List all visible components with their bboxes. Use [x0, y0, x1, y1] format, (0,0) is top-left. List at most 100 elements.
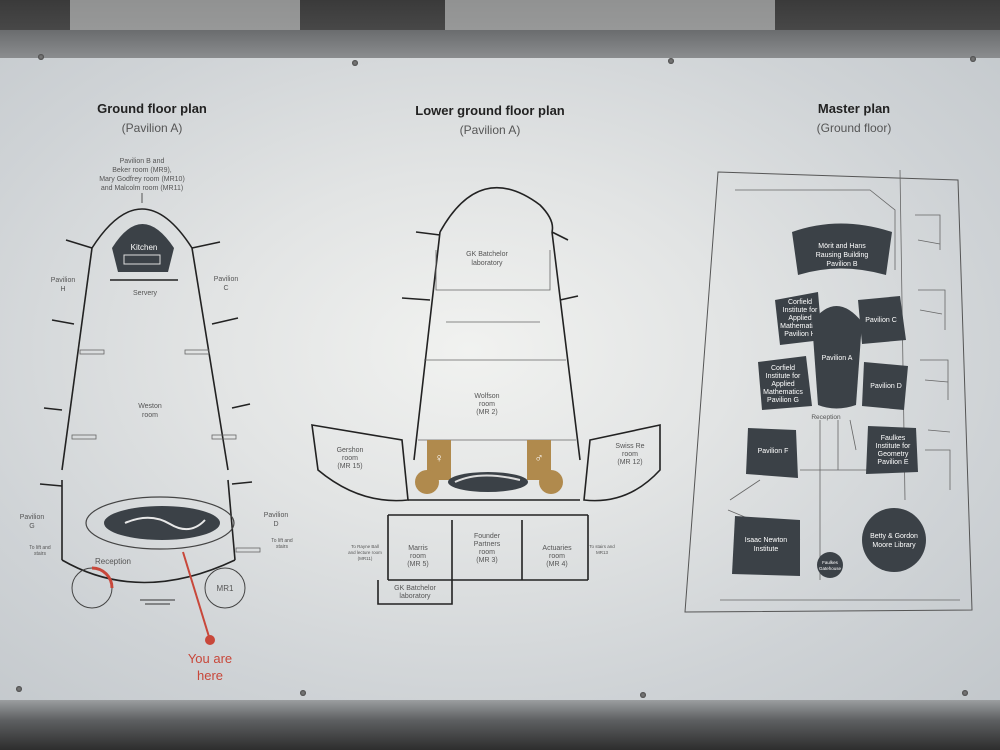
pavilion-c-building: [858, 296, 906, 344]
batchelor-lab-walls: [377, 580, 453, 605]
gk-batchelor-lower-label: GK Batchelor: [394, 585, 436, 592]
actuaries-room-label: room: [549, 553, 565, 560]
pavilion-c-label: Pavilion: [214, 276, 239, 283]
pavilion-e-label: Pavilion E: [877, 459, 908, 466]
you-are-here-dot: [205, 635, 215, 645]
mr1-room: [204, 567, 246, 609]
outbuildings: [917, 239, 951, 433]
site-boundary: [684, 171, 973, 613]
pavilion-b-note: Pavilion B and: [120, 158, 165, 165]
lower-ground-floor-plan: GK Batchelor laboratory Wolfson room (MR…: [311, 187, 661, 605]
founder-room-label: Founder: [474, 533, 501, 540]
lower-ground-title: Lower ground floor plan: [415, 103, 565, 118]
left-note: (MR11): [358, 556, 373, 561]
left-note: To Rayne Ball: [351, 544, 379, 549]
entrance: [140, 599, 175, 605]
east-wall: [191, 247, 229, 471]
founder-room-label: Partners: [474, 541, 501, 548]
screw: [38, 54, 44, 60]
reception-label: Reception: [811, 414, 841, 421]
toilet-icon: ♀: [435, 451, 444, 465]
pavilion-a-building: [812, 306, 862, 409]
pavilion-b-building: [792, 223, 892, 275]
pavilion-b-note: and Malcolm room (MR11): [101, 185, 183, 192]
pavilion-d-label: Pavilion D: [870, 383, 902, 390]
pavilion-h-label: Pavilion H: [784, 331, 816, 338]
screw: [970, 56, 976, 62]
accessible-toilet-left: [415, 470, 439, 494]
screw: [16, 686, 22, 692]
left-note: and lecture room: [348, 550, 382, 555]
to-lift-left-label: To lift and: [29, 545, 51, 551]
pavilion-g-label: Institute for: [766, 373, 801, 380]
wall-stubs: [401, 231, 579, 301]
pavilion-h-label: Corfield: [788, 299, 812, 306]
wolfson-room-label: (MR 2): [476, 409, 497, 416]
to-lift-right-label: To lift and: [271, 538, 293, 544]
pavilion-h-label: Pavilion: [51, 277, 76, 284]
isaac-newton-label: Institute: [754, 546, 779, 553]
you-are-here-label: here: [197, 668, 223, 683]
kitchen-label: Kitchen: [131, 243, 158, 252]
pavilion-g-label: Pavilion G: [767, 397, 799, 404]
master-plan-title: Master plan: [817, 101, 891, 116]
pavilion-e-building: [866, 426, 918, 474]
screw: [640, 692, 646, 698]
right-note: MR13: [596, 550, 609, 555]
pavilion-d-label: Pavilion: [264, 512, 289, 519]
north-apse-wall: [91, 208, 193, 249]
pavilion-h-label: H: [60, 286, 65, 293]
stairwell: [104, 506, 220, 540]
you-are-here-label: You are: [188, 651, 232, 666]
pavilion-a-label: Pavilion A: [822, 355, 853, 362]
gershon-room-label: Gershon: [337, 447, 364, 454]
pavilion-b-label: Pavilion B: [826, 261, 857, 268]
board-frame-bottom: [0, 700, 1000, 750]
reception-desk: [91, 566, 114, 589]
stair-curve: [454, 474, 521, 483]
pavilion-f-label: Pavilion F: [758, 448, 789, 455]
swiss-re-wing: [583, 424, 661, 502]
east-wall-lower: [227, 479, 236, 561]
west-wall: [61, 247, 93, 471]
pavilion-g-label: Corfield: [771, 365, 795, 372]
founder-room-label: room: [479, 549, 495, 556]
north-apse-wall: [439, 187, 554, 233]
toilet-icon: ♂: [535, 451, 544, 465]
kitchen-counter: [123, 254, 161, 265]
screw: [668, 58, 674, 64]
master-plan: Mörit and Hans Rausing Building Pavilion…: [684, 169, 973, 613]
walkways: [819, 419, 857, 580]
accessible-toilet-right: [539, 470, 563, 494]
gk-batchelor-label: laboratory: [471, 260, 503, 267]
gk-batchelor-label: GK Batchelor: [466, 251, 508, 258]
to-lift-left-label: stairs: [34, 551, 46, 557]
moore-library-building: [862, 508, 926, 572]
moore-library-label: Betty & Gordon: [870, 533, 918, 540]
board-frame-top: [0, 30, 1000, 60]
stair-curve: [124, 516, 206, 531]
isaac-newton-label: Isaac Newton: [745, 537, 788, 544]
swiss-re-room-label: Swiss Re: [615, 443, 644, 450]
ground-floor-title: Ground floor plan: [97, 101, 207, 116]
pavilion-f-building: [746, 428, 798, 478]
founder-room-label: (MR 3): [476, 557, 497, 564]
pavilion-e-label: Faulkes: [881, 435, 906, 442]
swiss-re-room-label: room: [622, 451, 638, 458]
isaac-newton-building: [732, 516, 800, 576]
pavilion-h-label: Applied: [788, 315, 811, 322]
swiss-re-room-label: (MR 12): [617, 459, 642, 466]
moore-library-label: Moore Library: [872, 542, 916, 549]
pavilion-g-label: Pavilion: [20, 514, 45, 521]
ground-floor-subtitle: (Pavilion A): [121, 121, 183, 135]
gatehouse-building: [817, 552, 843, 578]
weston-room-label: room: [142, 412, 158, 419]
mr1-label: MR1: [217, 584, 234, 593]
pavilion-e-label: Geometry: [878, 451, 909, 458]
reception-label: Reception: [95, 557, 131, 566]
ground-floor-plan: Pavilion B and Beker room (MR9), Mary Go…: [20, 158, 293, 683]
pavilion-c-label: C: [223, 285, 228, 292]
you-are-here-pointer: [182, 551, 211, 641]
gershon-room-label: room: [342, 455, 358, 462]
screw: [962, 690, 968, 696]
